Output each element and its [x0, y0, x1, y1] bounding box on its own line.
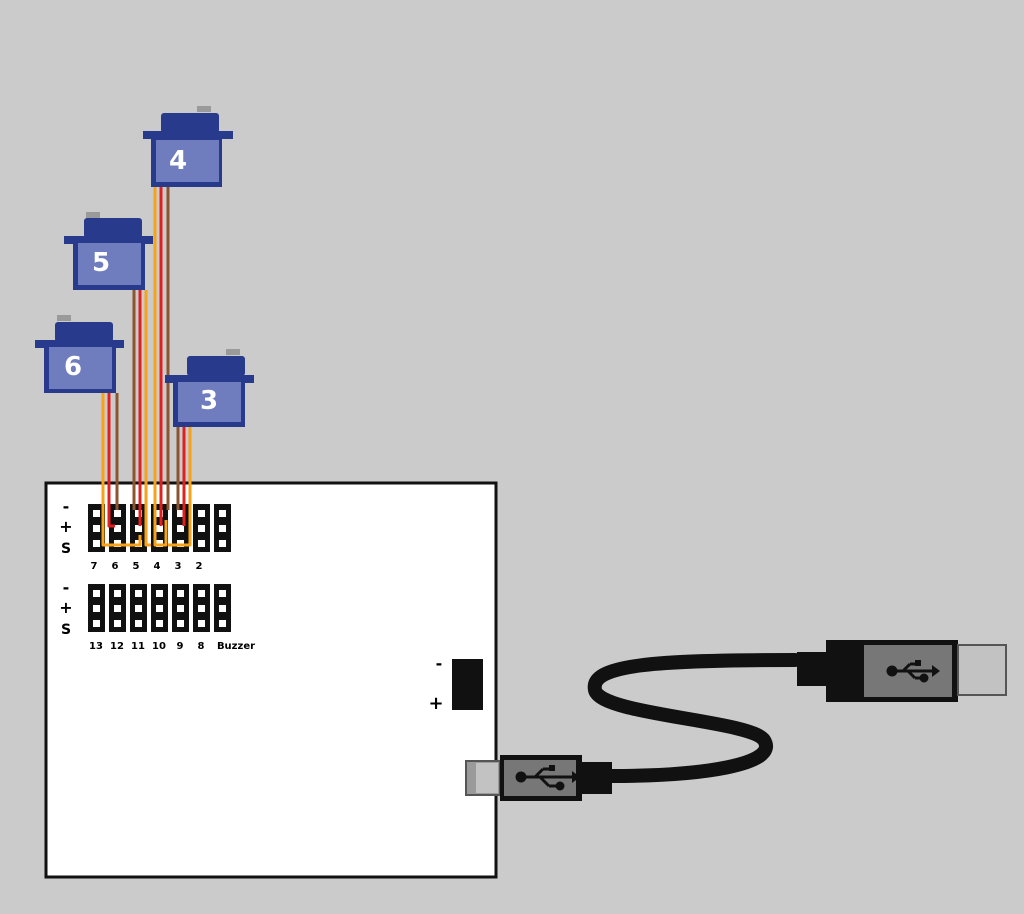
header-pin[interactable]: [177, 525, 184, 532]
header-pin[interactable]: [135, 620, 142, 627]
header-top-row-label-plus: +: [59, 517, 72, 536]
power-jack[interactable]: [452, 659, 483, 710]
pin-label-5: 5: [133, 561, 140, 572]
servo-6[interactable]: 6: [35, 315, 124, 393]
pin-label-4: 4: [154, 561, 161, 572]
servo-6-label: 6: [64, 352, 82, 382]
header-pin[interactable]: [219, 525, 226, 532]
pin-label-3: 3: [175, 561, 182, 572]
header-pin[interactable]: [93, 590, 100, 597]
pin-label-12: 12: [110, 641, 124, 652]
header-pin[interactable]: [156, 605, 163, 612]
servo-wires: [101, 186, 192, 547]
header-pin[interactable]: [135, 525, 142, 532]
header-pin[interactable]: [198, 510, 205, 517]
pin-label-buzzer: Buzzer: [217, 641, 255, 652]
power-plus-label: +: [428, 693, 443, 714]
header-pin[interactable]: [198, 590, 205, 597]
header-pin[interactable]: [198, 525, 205, 532]
header-pin[interactable]: [219, 605, 226, 612]
header-pin[interactable]: [219, 620, 226, 627]
servo-5-label: 5: [92, 248, 110, 278]
power-minus-label: -: [436, 654, 443, 673]
header-pin[interactable]: [114, 605, 121, 612]
header-bottom-row-label-plus: +: [59, 598, 72, 617]
header-pin[interactable]: [135, 590, 142, 597]
header-pin[interactable]: [93, 525, 100, 532]
header-pin[interactable]: [219, 510, 226, 517]
pin-label-2: 2: [196, 561, 203, 572]
header-pin[interactable]: [93, 510, 100, 517]
header-pin[interactable]: [156, 620, 163, 627]
power-connector[interactable]: - +: [428, 654, 483, 714]
header-pin[interactable]: [177, 605, 184, 612]
header-bottom: - + S 13 12 11 10 9 8 Buzzer: [59, 578, 255, 652]
usb-a-plug[interactable]: [797, 640, 1007, 702]
servo-4-label: 4: [169, 146, 187, 176]
pin-label-9: 9: [177, 641, 184, 652]
header-pin[interactable]: [114, 510, 121, 517]
pin-label-7: 7: [91, 561, 98, 572]
header-pin[interactable]: [135, 605, 142, 612]
header-pin[interactable]: [198, 620, 205, 627]
servo-4[interactable]: 4: [143, 106, 233, 187]
usb-cable-wire: [587, 653, 802, 783]
header-pin[interactable]: [93, 620, 100, 627]
servo-5[interactable]: 5: [64, 212, 153, 290]
header-pin[interactable]: [156, 525, 163, 532]
servo-3[interactable]: 3: [165, 349, 254, 427]
pin-label-13: 13: [89, 641, 103, 652]
header-pin[interactable]: [114, 590, 121, 597]
pin-label-8: 8: [198, 641, 205, 652]
servo-3-signal-wire: [168, 427, 192, 547]
servo-3-label: 3: [200, 386, 218, 416]
header-pin[interactable]: [219, 590, 226, 597]
usb-icon: [886, 660, 940, 683]
pin-label-11: 11: [131, 641, 145, 652]
header-pin[interactable]: [177, 510, 184, 517]
usb-cable[interactable]: [465, 640, 1007, 801]
servo-6-signal-wire: [101, 393, 142, 547]
header-pin[interactable]: [198, 540, 205, 547]
pin-label-10: 10: [152, 641, 166, 652]
servo-5-signal-wire: [144, 290, 151, 547]
header-pin[interactable]: [93, 605, 100, 612]
header-top-row-label-minus: -: [63, 497, 70, 516]
servo-4-signal-wire: [153, 186, 168, 547]
servo-6-power-wire: [107, 393, 115, 528]
header-bottom-row-label-signal: S: [61, 622, 71, 638]
pin-label-6: 6: [112, 561, 119, 572]
header-pin[interactable]: [219, 540, 226, 547]
header-pin[interactable]: [114, 525, 121, 532]
header-pin[interactable]: [93, 540, 100, 547]
micro-usb-plug[interactable]: [465, 755, 612, 801]
header-pin[interactable]: [177, 590, 184, 597]
header-pin[interactable]: [198, 605, 205, 612]
usb-icon: [515, 765, 580, 791]
header-pin[interactable]: [177, 620, 184, 627]
header-pin[interactable]: [156, 590, 163, 597]
header-top-row-label-signal: S: [61, 541, 71, 557]
header-pin[interactable]: [114, 620, 121, 627]
header-bottom-row-label-minus: -: [63, 578, 70, 597]
